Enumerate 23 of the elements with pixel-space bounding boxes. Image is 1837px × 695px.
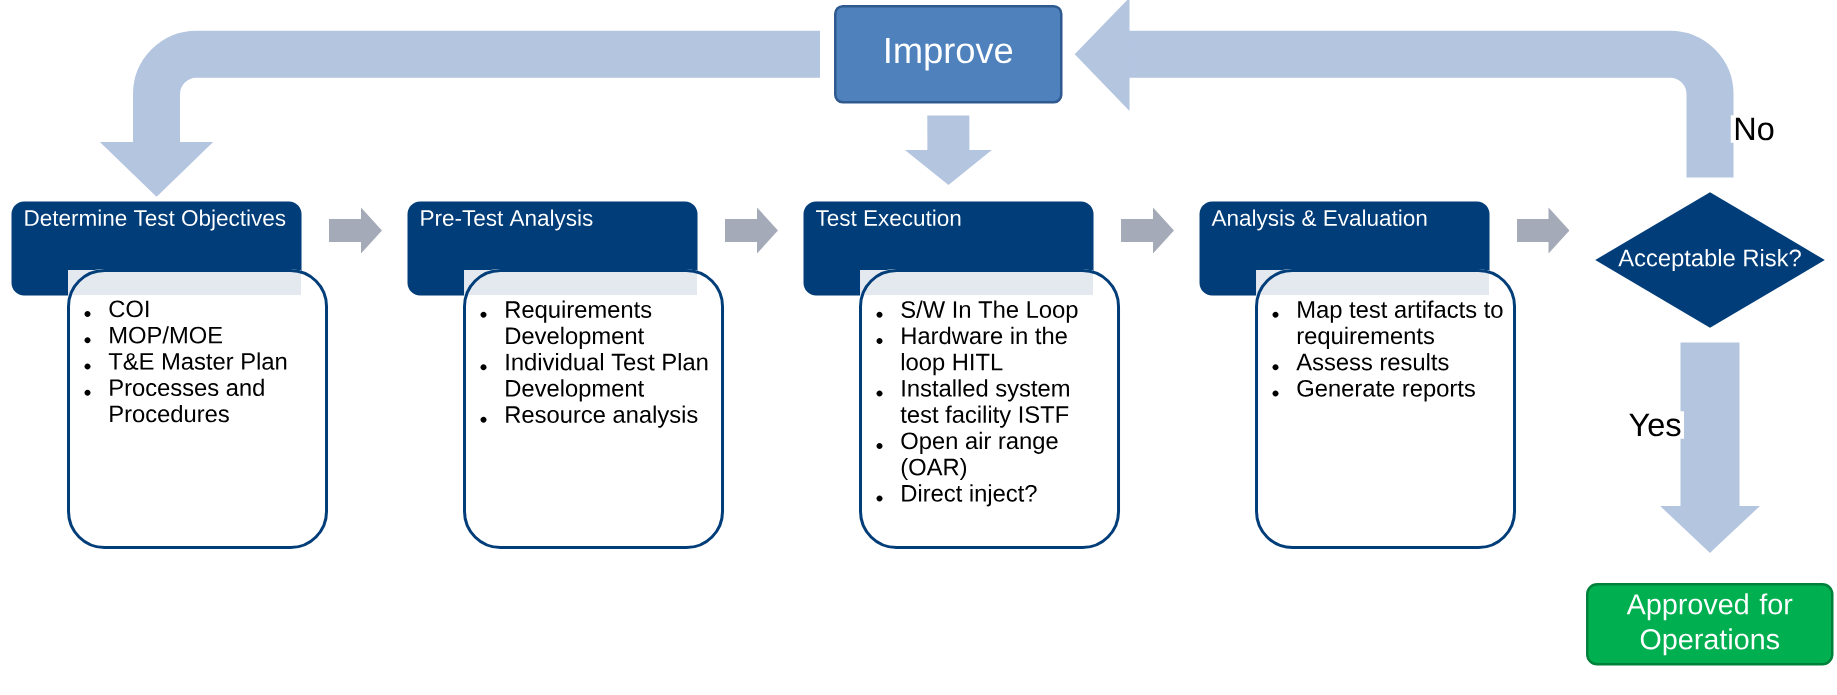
bullet-item: Assess results [1296, 353, 1449, 371]
bullet-item: T&E Master Plan [108, 352, 287, 370]
bullet-item: Open air range (OAR) [901, 431, 1058, 481]
bullet-item: Requirements Development [506, 300, 652, 349]
outcome-box: Approved for Operations [1586, 583, 1834, 666]
bullet-item: Processes and Procedures [110, 378, 264, 423]
content-card [1255, 269, 1516, 549]
edge-label: Yes [1626, 411, 1685, 439]
content-card [859, 269, 1120, 549]
bullet-item: Hardware in the loop HITL [901, 326, 1067, 376]
content-card [463, 269, 724, 549]
bullet-item: S/W In The Loop [901, 300, 1078, 323]
bullet-item: Individual Test Plan Development [506, 353, 708, 402]
bullet-item: COI [109, 300, 149, 318]
bullet-item: Installed system test facility ISTF [900, 379, 1069, 428]
process-box: Improve [834, 5, 1063, 104]
content-card [67, 269, 328, 549]
bullet-item: Direct inject? [902, 484, 1037, 507]
edge-label: No [1730, 115, 1778, 143]
bullet-item: Resource analysis [506, 405, 698, 428]
bullet-item: Map test artifacts to requirements [1297, 300, 1503, 349]
bullet-item: Generate reports [1297, 379, 1475, 402]
bullet-item: MOP/MOE [110, 326, 223, 344]
